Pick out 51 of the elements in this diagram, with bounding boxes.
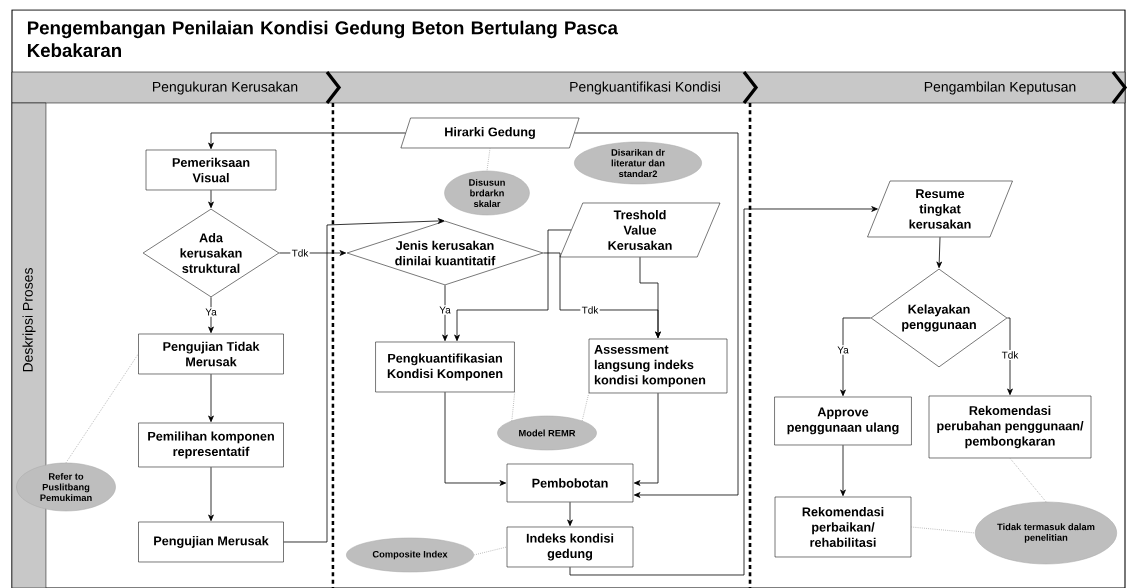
data-parallelogram: Treshold Value Kerusakan [559,202,721,258]
leader-line [910,526,976,534]
process-box: Pemeriksaan Visual [145,149,277,191]
leader-line [65,353,139,464]
edge-label: Tdk [1001,351,1019,359]
arrow [208,466,214,522]
arrow [639,256,661,339]
arrow [208,296,214,334]
edge-label: Ya [205,308,217,316]
edge-label: Ya [439,306,451,314]
process-box: Approve penggunaan ulang [774,396,912,446]
phase-label: Pengukuran Kerusakan [153,81,298,95]
process-box: Pengkuantifikasian Kondisi Komponen [375,341,515,393]
arrow [567,501,573,527]
arrow [283,218,445,543]
process-box: Pemilihan komponen representatif [138,422,284,468]
data-parallelogram: Hirarki Gedung [400,117,580,149]
leader-line [486,147,491,172]
arrow [633,392,659,486]
edge-label: Ya [837,346,849,354]
phase-label: Pengkuantifikasi Kondisi [570,81,720,95]
leader-line [1009,457,1047,503]
edge-label: Tdk [581,306,599,314]
leader-line [511,391,516,422]
process-box: Indeks kondisi gedung [506,526,634,568]
leader-line [581,392,590,422]
edge-label: Tdk [291,249,309,257]
arrow [936,236,943,269]
arrow [442,284,448,342]
diagram-title: Pengembangan Penilaian Kondisi Gedung Beton Bertulang Pasca Kebakaran [27,20,619,58]
process-box: Rekomendasi perbaikan/ rehabilitasi [774,496,912,558]
arrow [208,132,406,150]
process-box: Pembobotan [506,463,634,503]
arrow [278,250,347,256]
process-box: Assessment langsung indeks kondisi komponen [588,338,728,394]
leader-line [473,546,508,556]
arrow [454,229,572,342]
data-parallelogram: Resume tingkat kerusakan [867,180,1013,238]
phase-label: Pengambilan Keputusan [924,81,1076,95]
process-box: Pengujian Merusak [138,521,284,563]
arrow [574,132,739,498]
arrow [840,317,872,397]
arrow [444,391,507,486]
arrow [1006,317,1013,396]
lane-label: Deskripsi Proses [22,268,36,372]
process-box: Pengujian Tidak Merusak [138,333,284,375]
arrow [208,189,214,209]
process-box: Rekomendasi perubahan penggunaan/ pembongkaran [928,395,1092,459]
arrow [208,373,214,423]
arrow [840,444,846,497]
arrow [569,206,878,576]
